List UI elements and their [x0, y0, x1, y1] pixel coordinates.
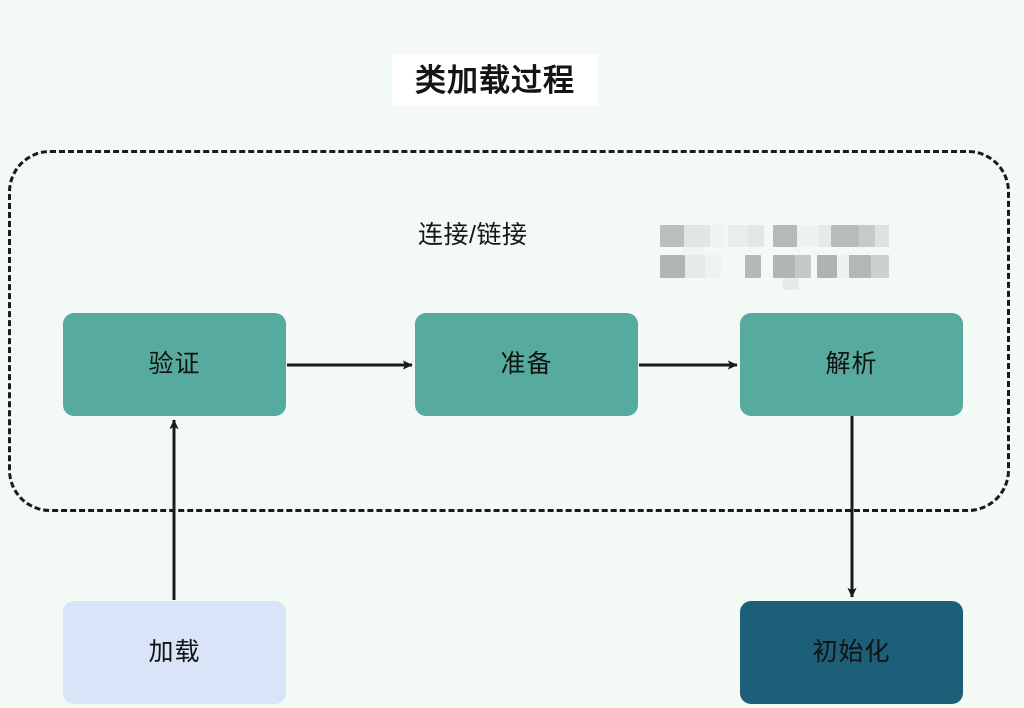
blur-block [837, 255, 849, 278]
node-resolve-label: 解析 [825, 350, 878, 378]
node-verify[interactable]: 验证 [63, 313, 286, 416]
blur-block [871, 255, 889, 278]
linking-phase-group [8, 150, 1010, 512]
blur-block [849, 255, 871, 278]
blur-block [685, 255, 705, 278]
page-title-background: 类加载过程 [392, 54, 598, 106]
node-resolve[interactable]: 解析 [740, 313, 963, 416]
blur-block [831, 225, 859, 247]
blur-block [773, 255, 795, 278]
blur-block [795, 255, 811, 278]
blur-block [684, 247, 704, 257]
blur-block [797, 225, 819, 247]
blur-block [660, 255, 685, 278]
blur-block [817, 255, 837, 278]
node-initialize[interactable]: 初始化 [740, 601, 963, 704]
blur-block [875, 225, 889, 247]
node-prepare[interactable]: 准备 [415, 313, 638, 416]
blur-block [783, 278, 799, 290]
blur-block [710, 225, 724, 247]
node-verify-label: 验证 [148, 350, 201, 378]
blur-block [819, 225, 831, 247]
blur-block [745, 255, 761, 278]
blur-block [773, 225, 797, 247]
blurred-annotation [655, 218, 890, 290]
page-title: 类加载过程 [415, 62, 575, 98]
blur-block [748, 225, 764, 247]
linking-phase-label: 连接/链接 [418, 221, 528, 249]
blur-block [728, 225, 748, 247]
blur-block [660, 225, 684, 247]
node-prepare-label: 准备 [500, 350, 553, 378]
node-load[interactable]: 加载 [63, 601, 286, 704]
blur-block [684, 225, 710, 247]
node-load-label: 加载 [148, 638, 201, 666]
blur-block [705, 255, 721, 278]
node-initialize-label: 初始化 [812, 638, 891, 666]
blur-block [859, 225, 875, 247]
